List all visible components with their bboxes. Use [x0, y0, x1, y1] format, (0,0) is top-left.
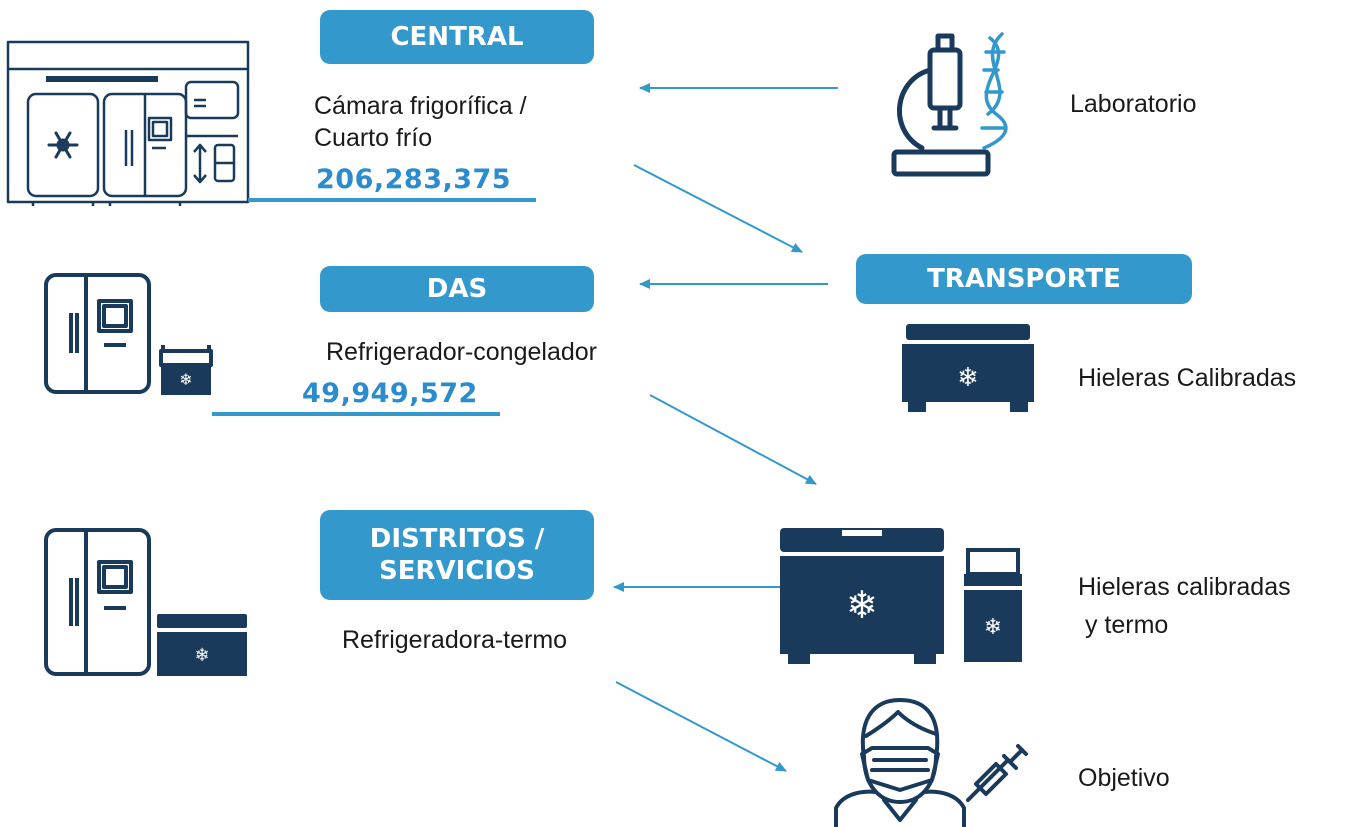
hieleras-label: Hieleras Calibradas: [1078, 364, 1297, 392]
transporte-badge: TRANSPORTE: [856, 254, 1192, 304]
hieleras-termo-label: Hieleras calibradas y termo: [1078, 573, 1291, 639]
das-count: 49,949,572: [302, 378, 478, 409]
arrow-distritos-to-objetivo: [615, 681, 787, 772]
distritos-description: Refrigeradora-termo: [342, 626, 568, 654]
objetivo-label: Objetivo: [1078, 764, 1170, 792]
arrow-central-to-transporte: [633, 164, 803, 253]
central-description: Cámara frigorífica / Cuarto frío: [314, 92, 527, 152]
das-description: Refrigerador-congelador: [326, 338, 597, 366]
arrow-das-to-hieleras: [649, 394, 817, 485]
cooler-icon: ❄: [902, 324, 1034, 412]
das-count-underline: [212, 412, 500, 416]
refrigerator-with-thermo-icon: ❄: [44, 528, 247, 676]
central-count-underline: [248, 198, 536, 202]
microscope-dna-icon: [891, 32, 1008, 177]
cooler-and-thermo-icon: ❄ ❄: [780, 528, 1022, 664]
cold-room-icon: [6, 40, 250, 206]
svg-text:❄: ❄: [194, 645, 209, 666]
das-badge: DAS: [320, 266, 594, 312]
svg-text:❄: ❄: [957, 363, 979, 393]
distritos-badge: DISTRITOS / SERVICIOS: [320, 510, 594, 600]
svg-text:❄: ❄: [846, 583, 878, 627]
central-count: 206,283,375: [316, 164, 512, 195]
svg-text:❄: ❄: [984, 615, 1002, 640]
laboratorio-label: Laboratorio: [1070, 90, 1197, 118]
svg-text:❄: ❄: [179, 370, 192, 389]
central-badge: CENTRAL: [320, 10, 594, 64]
refrigerator-with-cooler-icon: ❄: [44, 273, 213, 395]
person-mask-syringe-icon: [834, 698, 1028, 827]
